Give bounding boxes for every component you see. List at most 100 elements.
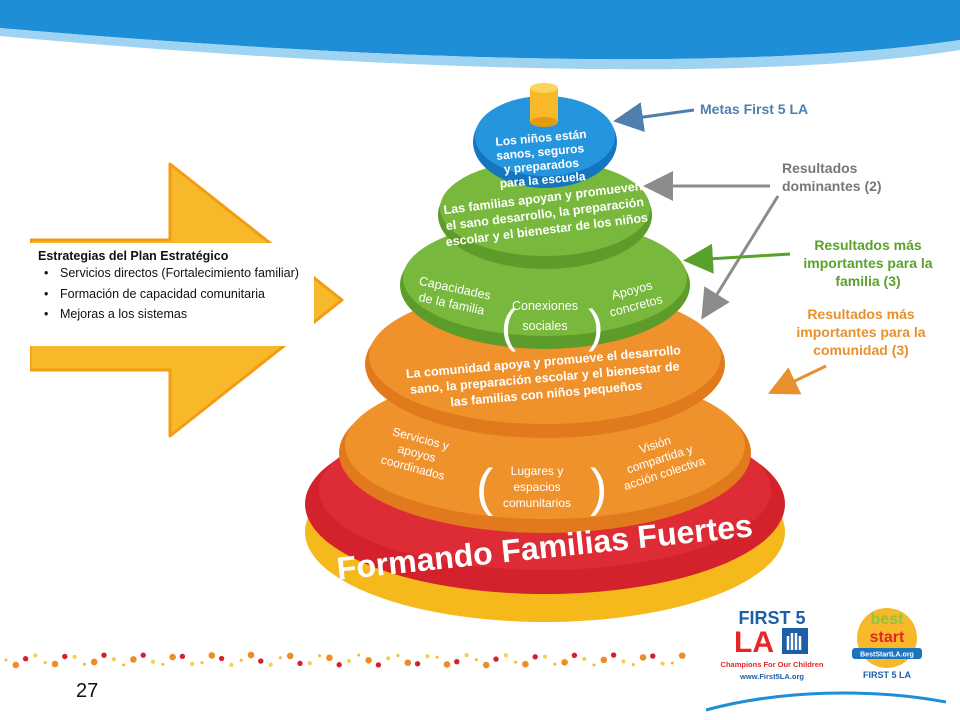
- decorative-dot: [229, 662, 234, 668]
- strategy-list: Servicios directos (Fortalecimiento fami…: [38, 266, 306, 323]
- decorative-dot: [62, 653, 68, 660]
- decorative-dot: [396, 654, 400, 658]
- best-start-logo: best start BestStartLA.org FIRST 5 LA: [852, 608, 922, 680]
- decorative-dot: [474, 658, 478, 662]
- label-metas: Metas First 5 LA: [700, 101, 809, 117]
- decorative-dot: [239, 658, 243, 662]
- decorative-dot: [258, 658, 264, 664]
- decorative-dot: [208, 652, 216, 659]
- decorative-dot: [297, 660, 303, 667]
- decorative-dot: [346, 658, 352, 664]
- goal-line: y preparados: [503, 156, 580, 177]
- strategy-box: Estrategias del Plan Estratégico Servici…: [30, 243, 314, 346]
- svg-text:start: start: [870, 629, 905, 646]
- svg-text:Champions For Our Children: Champions For Our Children: [721, 660, 824, 669]
- strategy-item: Formación de capacidad comunitaria: [44, 287, 306, 303]
- decorative-dot: [386, 656, 391, 661]
- community-outcome-lugares: Lugares y: [511, 464, 564, 478]
- decorative-dot: [404, 659, 412, 667]
- decorative-dot: [600, 656, 608, 664]
- bracket-right: ): [588, 300, 603, 352]
- decorative-dot: [101, 652, 107, 658]
- decorative-dot: [140, 652, 146, 658]
- bracket-left: (: [501, 300, 517, 352]
- community-outcome-lugares: comunitarios: [503, 496, 571, 510]
- family-outcome-conexiones: Conexiones: [512, 299, 578, 313]
- decorative-dot: [561, 659, 568, 666]
- label-dominantes: Resultados dominantes (2): [782, 160, 882, 194]
- decorative-dot: [22, 656, 29, 662]
- decorative-dot: [161, 662, 165, 666]
- decorative-dot: [621, 659, 626, 664]
- decorative-dot: [493, 656, 499, 662]
- decorative-dot: [464, 653, 469, 658]
- decorative-dot: [414, 661, 421, 667]
- decorative-dot: [336, 662, 342, 668]
- svg-text:www.First5LA.org: www.First5LA.org: [739, 672, 804, 681]
- community-outcome-lugares: espacios: [513, 480, 560, 494]
- top-peg: [530, 88, 558, 122]
- strategy-item: Mejoras a los sistemas: [44, 307, 306, 323]
- label-comunidad: Resultados más importantes para la comun…: [796, 306, 926, 358]
- decorative-dot: [582, 656, 587, 661]
- decorative-dot: [678, 652, 686, 659]
- decorative-dot: [190, 661, 195, 666]
- decorative-dot: [111, 657, 116, 662]
- decorative-dot: [503, 653, 508, 658]
- first5-la-logo: FIRST 5 LA Champions For Our Children ww…: [721, 608, 824, 681]
- decorative-dot: [179, 653, 186, 660]
- decorative-dot: [375, 662, 382, 668]
- decorative-dot: [218, 655, 225, 662]
- decorative-dot: [454, 658, 460, 665]
- decorative-dot: [286, 652, 294, 660]
- dotted-divider: [4, 651, 686, 669]
- decorative-dot: [326, 654, 333, 662]
- decorative-dot: [443, 661, 451, 668]
- decorative-dot: [200, 661, 204, 665]
- decorative-dot: [150, 659, 156, 664]
- decorative-dot: [307, 661, 312, 666]
- decorative-dot: [610, 652, 617, 658]
- svg-text:FIRST 5: FIRST 5: [738, 608, 805, 628]
- page-number: 27: [76, 680, 99, 702]
- decorative-dot: [43, 660, 47, 664]
- decorative-dot: [522, 660, 529, 668]
- decorative-dot: [514, 660, 518, 664]
- svg-text:FIRST 5 LA: FIRST 5 LA: [863, 670, 912, 680]
- decorative-dot: [365, 657, 372, 664]
- decorative-dot: [631, 663, 635, 667]
- svg-text:best: best: [871, 611, 905, 628]
- bracket-right: ): [590, 459, 607, 517]
- decorative-dot: [278, 656, 282, 660]
- decorative-dot: [435, 655, 439, 659]
- family-outcome-conexiones: sociales: [522, 319, 567, 333]
- decorative-dot: [357, 653, 361, 657]
- decorative-dot: [425, 654, 430, 659]
- svg-text:BestStartLA.org: BestStartLA.org: [860, 652, 914, 659]
- decorative-dot: [247, 651, 255, 659]
- decorative-dot: [650, 653, 656, 659]
- header-swoosh: [0, 0, 960, 70]
- label-familia: Resultados más importantes para la famil…: [803, 237, 933, 289]
- strategy-item: Servicios directos (Fortalecimiento fami…: [44, 266, 306, 282]
- decorative-dot: [670, 661, 674, 665]
- strategy-title: Estrategias del Plan Estratégico: [38, 249, 229, 263]
- decorative-dot: [532, 654, 538, 660]
- decorative-dot: [318, 654, 322, 658]
- decorative-dot: [72, 654, 77, 660]
- decorative-dot: [82, 662, 86, 666]
- decorative-dot: [33, 653, 38, 658]
- decorative-dot: [542, 654, 548, 659]
- decorative-dot: [90, 658, 98, 666]
- decorative-dot: [482, 661, 490, 669]
- stacking-rings-pyramid: Los niños están sanos, seguros y prepara…: [305, 83, 785, 622]
- svg-text:LA: LA: [734, 626, 774, 659]
- decorative-dot: [51, 660, 59, 668]
- decorative-dot: [130, 656, 137, 663]
- decorative-dot: [592, 663, 596, 667]
- decorative-dot: [169, 653, 176, 661]
- decorative-dot: [268, 662, 273, 667]
- footer-swoosh: [705, 691, 947, 712]
- decorative-dot: [4, 658, 8, 662]
- decorative-dot: [660, 661, 665, 666]
